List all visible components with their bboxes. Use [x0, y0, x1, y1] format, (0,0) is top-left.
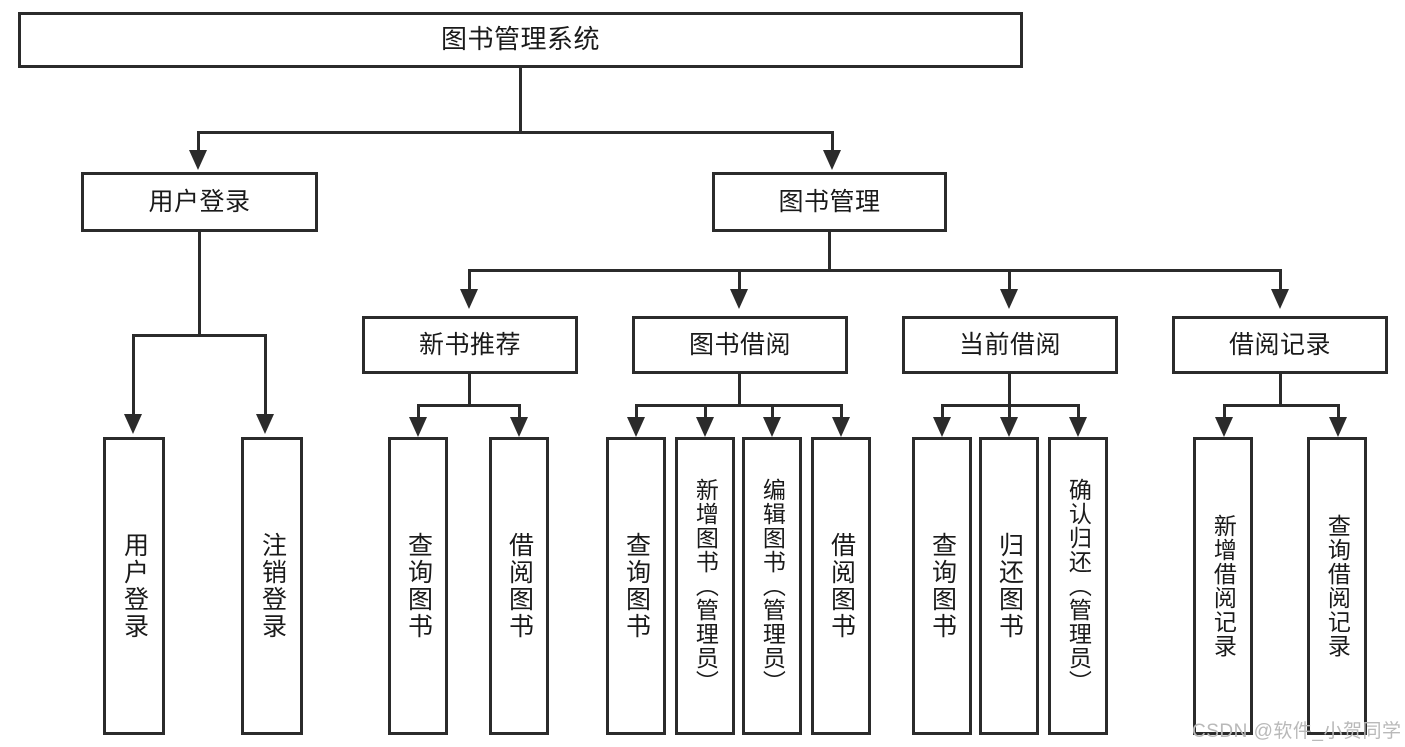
node-label: 确认归还（管理员）	[1065, 478, 1092, 694]
node-label: 查询借阅记录	[1324, 514, 1351, 658]
node-label: 借阅图书	[505, 532, 534, 640]
leaf-br-add-record[interactable]: 新增借阅记录	[1193, 437, 1253, 735]
node-label: 查询图书	[622, 532, 651, 640]
node-label: 借阅记录	[1228, 331, 1331, 359]
arrow-bb-edit-book	[763, 417, 781, 437]
leaf-br-query-record[interactable]: 查询借阅记录	[1307, 437, 1367, 735]
connector-drop-book-borrow	[738, 269, 741, 291]
node-user-login[interactable]: 用户登录	[81, 172, 318, 232]
csdn-watermark: CSDN @软件_小贺同学	[1192, 721, 1402, 742]
arrow-bb-add-book	[696, 417, 714, 437]
connector-drop-br-add	[1223, 404, 1226, 420]
connector-drop-bb-borrow	[840, 404, 843, 420]
arrow-book-manage	[823, 150, 841, 170]
connector-drop-nb-borrow	[518, 404, 521, 420]
arrow-bb-borrow-book	[832, 417, 850, 437]
connector-drop-user-login	[197, 131, 200, 153]
leaf-cb-query-book[interactable]: 查询图书	[912, 437, 972, 735]
connector-user-login-stem	[198, 232, 201, 336]
connector-borrow-record-stem	[1279, 374, 1282, 406]
connector-current-borrow-stem	[1008, 374, 1011, 406]
arrow-leaf-user-login	[124, 414, 142, 434]
arrow-nb-borrow-book	[510, 417, 528, 437]
node-label: 查询图书	[928, 532, 957, 640]
connector-book-borrow-stem	[738, 374, 741, 406]
leaf-bb-edit-book[interactable]: 编辑图书（管理员）	[742, 437, 802, 735]
leaf-bb-query-book[interactable]: 查询图书	[606, 437, 666, 735]
node-label: 图书管理	[778, 188, 881, 216]
arrow-nb-query-book	[409, 417, 427, 437]
connector-drop-bb-add	[704, 404, 707, 420]
connector-drop-nb-query	[417, 404, 420, 420]
connector-new-book-stem	[468, 374, 471, 406]
arrow-book-borrow	[730, 289, 748, 309]
connector-drop-book-manage	[831, 131, 834, 153]
arrow-borrow-record	[1271, 289, 1289, 309]
arrow-new-book-recommend	[460, 289, 478, 309]
node-label: 当前借阅	[958, 331, 1061, 359]
node-label: 编辑图书（管理员）	[759, 478, 786, 694]
arrow-cb-query-book	[933, 417, 951, 437]
connector-drop-leaf-user-login	[132, 334, 135, 416]
node-borrow-record[interactable]: 借阅记录	[1172, 316, 1388, 374]
node-label: 新增借阅记录	[1210, 514, 1237, 658]
leaf-nb-borrow-book[interactable]: 借阅图书	[489, 437, 549, 735]
connector-book-manage-bar	[468, 269, 1282, 272]
node-label: 用户登录	[120, 532, 149, 640]
connector-drop-current-borrow	[1008, 269, 1011, 291]
node-label: 新书推荐	[418, 331, 521, 359]
node-root-system[interactable]: 图书管理系统	[18, 12, 1023, 68]
connector-user-login-bar	[132, 334, 267, 337]
arrow-cb-return-book	[1000, 417, 1018, 437]
arrow-bb-query-book	[627, 417, 645, 437]
leaf-nb-query-book[interactable]: 查询图书	[388, 437, 448, 735]
connector-borrow-record-bar	[1223, 404, 1340, 407]
node-label: 用户登录	[148, 188, 251, 216]
connector-new-book-bar	[417, 404, 521, 407]
node-label: 图书借阅	[688, 331, 791, 359]
connector-drop-bb-edit	[771, 404, 774, 420]
leaf-user-login[interactable]: 用户登录	[103, 437, 165, 735]
node-new-book-recommend[interactable]: 新书推荐	[362, 316, 578, 374]
node-current-borrow[interactable]: 当前借阅	[902, 316, 1118, 374]
connector-drop-borrow-record	[1279, 269, 1282, 291]
arrow-current-borrow	[1000, 289, 1018, 309]
leaf-cb-return-book[interactable]: 归还图书	[979, 437, 1039, 735]
connector-book-borrow-bar	[635, 404, 843, 407]
connector-drop-br-query	[1337, 404, 1340, 420]
arrow-user-login	[189, 150, 207, 170]
connector-drop-cb-confirm	[1077, 404, 1080, 420]
connector-drop-new-book	[468, 269, 471, 291]
leaf-bb-borrow-book[interactable]: 借阅图书	[811, 437, 871, 735]
node-label: 注销登录	[258, 532, 287, 640]
connector-drop-bb-query	[635, 404, 638, 420]
node-book-borrow[interactable]: 图书借阅	[632, 316, 848, 374]
node-label: 归还图书	[995, 532, 1024, 640]
leaf-cb-confirm-return[interactable]: 确认归还（管理员）	[1048, 437, 1108, 735]
arrow-br-query-record	[1329, 417, 1347, 437]
node-label: 查询图书	[404, 532, 433, 640]
leaf-bb-add-book[interactable]: 新增图书（管理员）	[675, 437, 735, 735]
connector-book-manage-stem	[828, 232, 831, 272]
leaf-logout[interactable]: 注销登录	[241, 437, 303, 735]
connector-root-stem	[519, 68, 522, 133]
arrow-cb-confirm-return	[1069, 417, 1087, 437]
connector-drop-cb-query	[941, 404, 944, 420]
connector-drop-cb-return	[1008, 404, 1011, 420]
node-label: 新增图书（管理员）	[692, 478, 719, 694]
connector-root-bar	[197, 131, 834, 134]
arrow-br-add-record	[1215, 417, 1233, 437]
node-label: 图书管理系统	[440, 24, 600, 55]
connector-drop-leaf-logout	[264, 334, 267, 416]
node-book-management[interactable]: 图书管理	[712, 172, 947, 232]
node-label: 借阅图书	[827, 532, 856, 640]
arrow-leaf-logout	[256, 414, 274, 434]
